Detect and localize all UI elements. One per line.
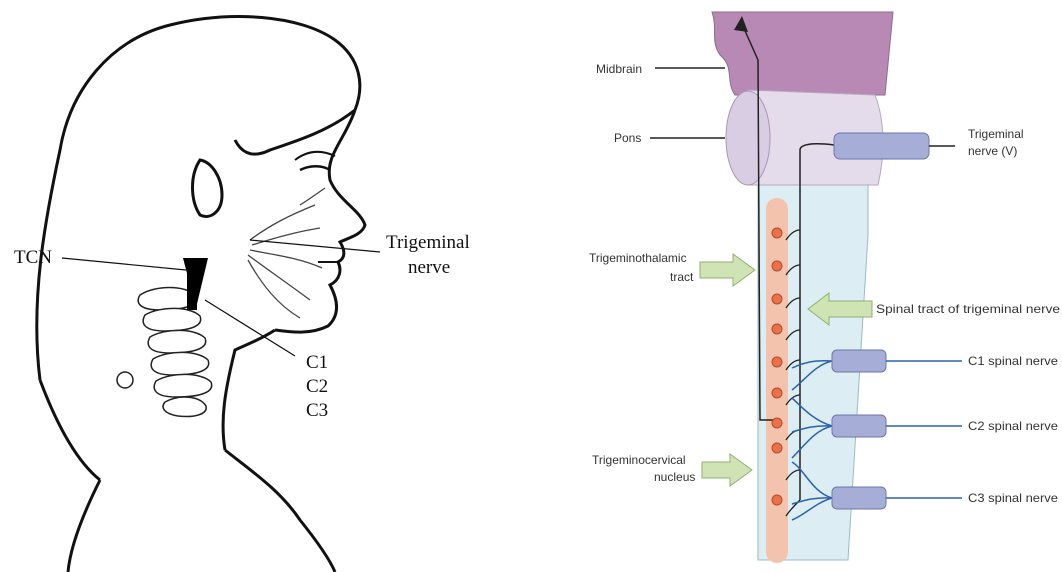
c3-spinal-label: C3 spinal nerve <box>968 491 1058 505</box>
tcn-label: TCN <box>14 247 52 268</box>
facial-nerve-branches <box>248 188 325 318</box>
nucleus-dot <box>772 261 782 271</box>
trigeminal-label-line2: nerve <box>408 257 450 278</box>
spinal-tract-label: Spinal tract of trigeminal nerve <box>876 302 1060 316</box>
tcn-column <box>187 270 197 310</box>
trigeminothalamic-arrow <box>700 254 755 286</box>
c1-nerve-root <box>832 350 886 372</box>
trigeminothalamic-label-line1: Trigeminothalamic <box>589 251 687 265</box>
trigeminal-nerve-label-line1: Trigeminal <box>968 127 1024 141</box>
nucleus-dot <box>772 357 782 367</box>
head-outline <box>37 17 360 380</box>
trigeminal-label-line1: Trigeminal <box>386 232 470 253</box>
trigeminal-leader <box>250 240 380 252</box>
c2-label: C2 <box>306 376 328 397</box>
nucleus-dot <box>772 324 782 334</box>
head-neck-illustration: TCN Trigeminal nerve C1 C2 C3 <box>14 17 470 572</box>
shoulder-line <box>225 450 335 572</box>
c2-spinal-label: C2 spinal nerve <box>968 419 1058 433</box>
trigeminocervical-strip <box>766 198 788 563</box>
trigeminothalamic-label-line2: tract <box>670 270 694 284</box>
trigeminocervical-label-line2: nucleus <box>654 470 695 484</box>
jaw-neck-front <box>223 330 275 450</box>
c1-label: C1 <box>306 352 328 373</box>
neck-back <box>40 380 100 480</box>
nucleus-dot <box>772 388 782 398</box>
midbrain-label: Midbrain <box>596 62 642 76</box>
tcn-leader <box>62 258 186 270</box>
nucleus-dot <box>772 294 782 304</box>
nucleus-dot <box>772 495 782 505</box>
c3-label: C3 <box>306 400 328 421</box>
pons-label: Pons <box>614 131 641 145</box>
brainstem-diagram: Midbrain Pons Trigeminal nerve (V) Trige… <box>589 12 1060 563</box>
trigeminocervical-label-line1: Trigeminocervical <box>592 453 686 467</box>
c1-spinal-label: C1 spinal nerve <box>968 354 1058 368</box>
ear <box>193 160 223 216</box>
eyebrow <box>295 152 335 160</box>
eye <box>300 166 330 170</box>
nucleus-dot <box>772 418 782 428</box>
nucleus-dot <box>772 228 782 238</box>
cervical-spine <box>117 288 212 417</box>
c-leader <box>205 300 295 356</box>
c3-nerve-root <box>832 487 886 509</box>
trigeminocervical-arrow <box>702 454 752 486</box>
trigeminal-nerve-label-line2: nerve (V) <box>968 144 1017 158</box>
pons-bulge <box>726 91 770 185</box>
c2-nerve-root <box>832 415 886 437</box>
nucleus-dot <box>772 443 782 453</box>
back-line <box>68 480 100 572</box>
trigeminal-nerve-root <box>834 133 929 159</box>
